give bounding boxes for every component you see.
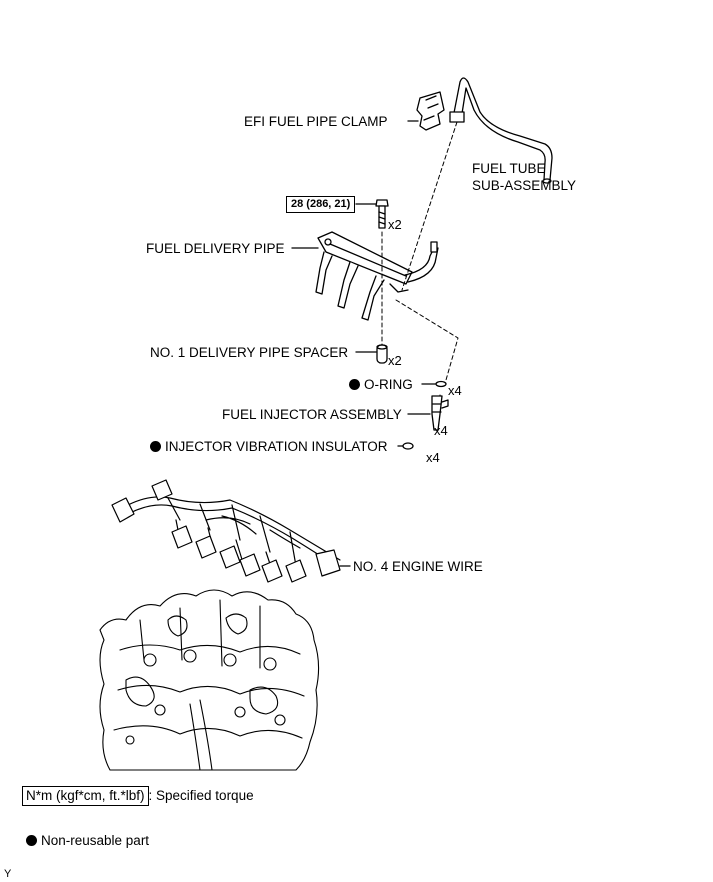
fuel-delivery-pipe-drawing	[315, 231, 439, 321]
fuel-delivery-pipe-label: FUEL DELIVERY PIPE	[146, 241, 285, 256]
o-ring-label-text: O-RING	[364, 377, 413, 392]
delivery-pipe-spacer-drawing	[376, 344, 388, 364]
fuel-injector-drawing	[431, 395, 449, 431]
insulator-quantity: x4	[426, 450, 440, 465]
fuel-tube-label-line1: FUEL TUBE	[472, 161, 546, 176]
insulator-drawing	[402, 442, 414, 450]
legend-torque-text: : Specified torque	[148, 788, 254, 803]
fuel-injector-label: FUEL INJECTOR ASSEMBLY	[222, 407, 402, 422]
injector-quantity: x4	[434, 423, 448, 438]
corner-mark: Y	[4, 868, 12, 880]
legend-non-reusable: Non-reusable part	[26, 832, 149, 850]
efi-fuel-pipe-clamp-drawing	[416, 91, 445, 131]
o-ring-drawing	[435, 380, 447, 388]
legend-torque-box: N*m (kgf*cm, ft.*lbf)	[22, 786, 149, 806]
fuel-tube-label-line2: SUB-ASSEMBLY	[472, 178, 577, 193]
fuel-tube-drawing	[449, 77, 553, 184]
spacer-quantity: x2	[388, 353, 402, 368]
non-reusable-marker-icon	[349, 379, 360, 390]
insulator-label-text: INJECTOR VIBRATION INSULATOR	[165, 439, 388, 454]
bolt-drawing	[375, 199, 389, 229]
delivery-pipe-spacer-label: NO. 1 DELIVERY PIPE SPACER	[150, 345, 349, 360]
o-ring-quantity: x4	[448, 383, 462, 398]
o-ring-label: O-RING	[349, 377, 413, 393]
non-reusable-marker-icon	[150, 441, 161, 452]
legend-specified-torque: N*m (kgf*cm, ft.*lbf): Specified torque	[22, 786, 254, 806]
non-reusable-dot-icon	[26, 835, 37, 846]
torque-value-box: 28 (286, 21)	[286, 196, 356, 213]
bolt-quantity: x2	[388, 217, 402, 232]
engine-wire-label: NO. 4 ENGINE WIRE	[353, 559, 483, 574]
engine-wire-drawing	[111, 479, 341, 583]
injector-vibration-insulator-label: INJECTOR VIBRATION INSULATOR	[150, 439, 388, 455]
legend-non-reusable-text: Non-reusable part	[41, 833, 150, 848]
engine-block-drawing	[99, 589, 320, 771]
efi-fuel-pipe-clamp-label: EFI FUEL PIPE CLAMP	[244, 114, 388, 129]
